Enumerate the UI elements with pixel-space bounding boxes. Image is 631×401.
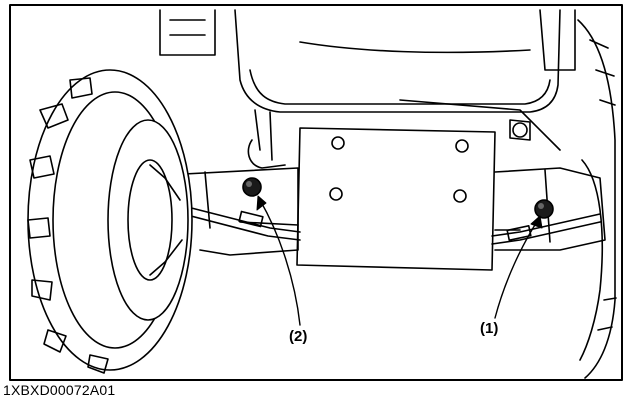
figure-frame (9, 4, 623, 381)
engine-oil-pan (234, 9, 561, 169)
tie-rod (159, 199, 601, 245)
leader-line-2 (256, 195, 301, 326)
callout-label-2: (2) (289, 328, 308, 345)
grease-fitting-1 (534, 199, 554, 219)
leader-line-1 (494, 215, 543, 319)
right-tire (577, 19, 617, 379)
axle-bracket-plate (296, 127, 496, 271)
figure-code: 1XBXD00072A01 (3, 382, 116, 398)
grease-fitting-2 (242, 177, 262, 197)
callout-label-1: (1) (480, 320, 499, 337)
left-tire (27, 69, 193, 374)
